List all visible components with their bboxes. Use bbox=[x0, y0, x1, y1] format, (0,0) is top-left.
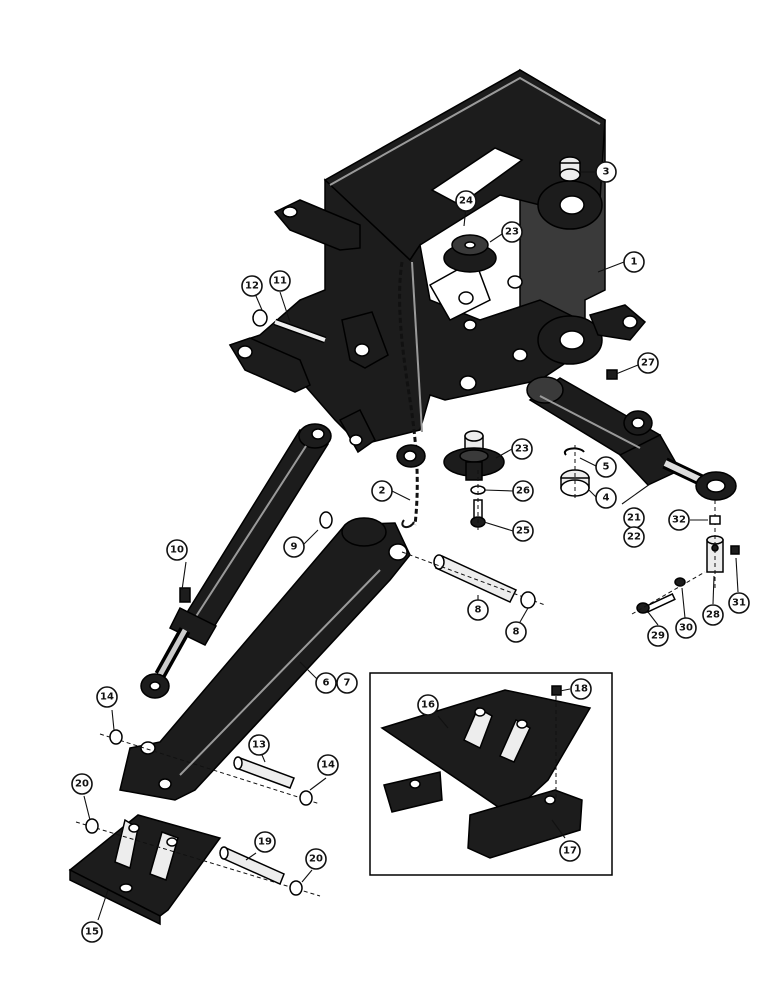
svg-text:20: 20 bbox=[309, 854, 323, 865]
svg-text:15: 15 bbox=[85, 927, 99, 938]
svg-text:2: 2 bbox=[379, 486, 386, 497]
svg-text:29: 29 bbox=[651, 631, 665, 642]
king-pin-lower bbox=[443, 430, 505, 481]
svg-text:24: 24 bbox=[459, 196, 473, 207]
main-frame-casting bbox=[228, 68, 647, 454]
callout-3: 3 bbox=[595, 161, 617, 183]
lift-cylinder bbox=[140, 423, 332, 699]
callout-20a: 20 bbox=[71, 773, 93, 795]
callout-7: 7 bbox=[336, 672, 358, 694]
svg-text:9: 9 bbox=[291, 542, 298, 553]
bolt-and-washer-25-26 bbox=[470, 470, 486, 530]
callout-22: 22 bbox=[623, 526, 645, 548]
safety-chain bbox=[396, 261, 426, 528]
svg-text:28: 28 bbox=[706, 610, 720, 621]
svg-text:22: 22 bbox=[627, 532, 641, 543]
svg-text:14: 14 bbox=[100, 692, 114, 703]
steering-cylinder-right bbox=[526, 376, 737, 501]
svg-text:14: 14 bbox=[321, 760, 335, 771]
svg-text:5: 5 bbox=[603, 462, 610, 473]
pin-part-8 bbox=[319, 511, 546, 609]
callout-10: 10 bbox=[166, 539, 188, 561]
svg-text:8: 8 bbox=[513, 627, 520, 638]
svg-text:4: 4 bbox=[603, 493, 610, 504]
svg-text:11: 11 bbox=[273, 276, 287, 287]
callout-19: 19 bbox=[254, 831, 276, 853]
svg-text:27: 27 bbox=[641, 358, 655, 369]
callout-20b: 20 bbox=[305, 848, 327, 870]
svg-text:16: 16 bbox=[421, 700, 435, 711]
svg-text:13: 13 bbox=[252, 740, 266, 751]
svg-text:3: 3 bbox=[603, 167, 610, 178]
callout-6: 6 bbox=[315, 672, 337, 694]
svg-text:17: 17 bbox=[563, 846, 577, 857]
king-pin-upper bbox=[443, 234, 497, 273]
callout-1: 1 bbox=[623, 251, 645, 273]
svg-text:6: 6 bbox=[323, 678, 330, 689]
callout-26: 26 bbox=[512, 480, 534, 502]
pin-and-clip-11-12 bbox=[252, 309, 327, 344]
svg-text:19: 19 bbox=[258, 837, 272, 848]
svg-text:31: 31 bbox=[732, 598, 746, 609]
svg-text:10: 10 bbox=[170, 545, 184, 556]
callout-5: 5 bbox=[595, 456, 617, 478]
svg-text:7: 7 bbox=[344, 678, 351, 689]
svg-text:32: 32 bbox=[672, 515, 686, 526]
nut-part-27 bbox=[606, 369, 618, 380]
callout-8a: 8 bbox=[467, 599, 489, 621]
pin-part-19 bbox=[75, 818, 321, 897]
callout-31: 31 bbox=[728, 592, 750, 614]
nut-and-snapring-4-5 bbox=[560, 445, 590, 500]
callout-23b: 23 bbox=[511, 438, 533, 460]
dozer-arm bbox=[119, 517, 411, 801]
bushing-part-3 bbox=[559, 156, 581, 182]
svg-text:12: 12 bbox=[245, 281, 259, 292]
callout-13: 13 bbox=[248, 734, 270, 756]
svg-text:18: 18 bbox=[574, 684, 588, 695]
svg-text:1: 1 bbox=[631, 257, 638, 268]
callout-32: 32 bbox=[668, 509, 690, 531]
svg-text:21: 21 bbox=[627, 513, 641, 524]
fittings-28-32 bbox=[631, 500, 740, 615]
callout-11: 11 bbox=[269, 270, 291, 292]
callout-25: 25 bbox=[512, 520, 534, 542]
callout-29: 29 bbox=[647, 625, 669, 647]
svg-text:23: 23 bbox=[505, 227, 519, 238]
svg-text:30: 30 bbox=[679, 623, 693, 634]
callout-12: 12 bbox=[241, 275, 263, 297]
svg-text:8: 8 bbox=[475, 605, 482, 616]
callout-9: 9 bbox=[283, 536, 305, 558]
callout-21: 21 bbox=[623, 507, 645, 529]
inset-alternate-shoe bbox=[369, 672, 613, 876]
callout-8b: 8 bbox=[505, 621, 527, 643]
callout-2: 2 bbox=[371, 480, 393, 502]
callout-17: 17 bbox=[559, 840, 581, 862]
svg-text:23: 23 bbox=[515, 444, 529, 455]
callout-28: 28 bbox=[702, 604, 724, 626]
callout-14b: 14 bbox=[317, 754, 339, 776]
base-plate-15 bbox=[68, 814, 222, 926]
callout-30: 30 bbox=[675, 617, 697, 639]
callout-24: 24 bbox=[455, 190, 477, 212]
callout-18: 18 bbox=[570, 678, 592, 700]
callout-14a: 14 bbox=[96, 686, 118, 708]
callout-16: 16 bbox=[417, 694, 439, 716]
svg-text:25: 25 bbox=[516, 526, 530, 537]
pin-part-13 bbox=[99, 729, 321, 806]
callout-15: 15 bbox=[81, 921, 103, 943]
callout-27: 27 bbox=[637, 352, 659, 374]
callout-4: 4 bbox=[595, 487, 617, 509]
svg-text:26: 26 bbox=[516, 486, 530, 497]
callout-23a: 23 bbox=[501, 221, 523, 243]
svg-text:20: 20 bbox=[75, 779, 89, 790]
